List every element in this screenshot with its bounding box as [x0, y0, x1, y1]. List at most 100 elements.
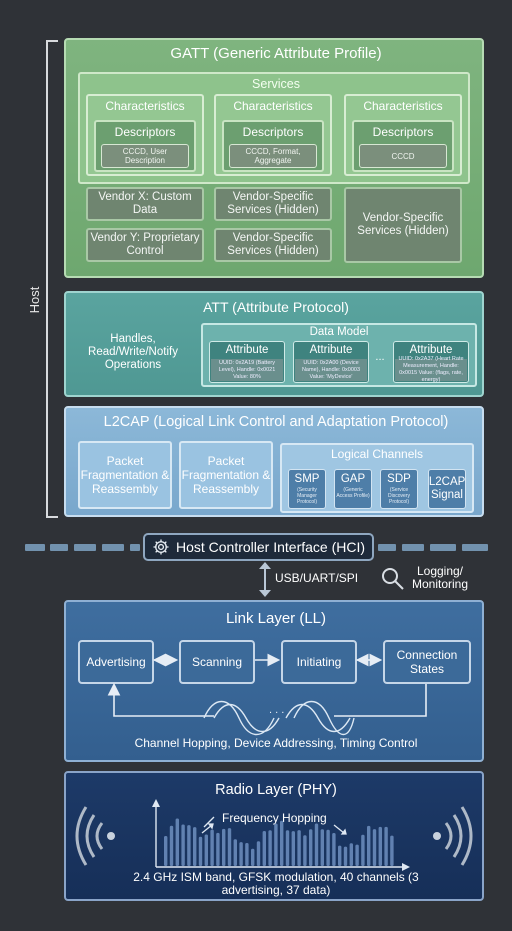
attribute-detail: UUID: 0x2A00 (Device Name), Handle: 0x00…	[295, 359, 367, 381]
channel-bar	[291, 831, 295, 866]
channel-bar	[274, 823, 278, 866]
characteristics-title: Characteristics	[233, 99, 313, 113]
hci-dash	[430, 544, 456, 551]
channel-bar	[222, 828, 226, 866]
channel-bar	[181, 824, 185, 866]
channel-bar	[390, 835, 394, 866]
att-title: ATT (Attribute Protocol)	[203, 299, 349, 315]
hci-dash	[74, 544, 96, 551]
channel-bar	[326, 829, 330, 866]
link-layer-title: Link Layer (LL)	[225, 610, 327, 627]
channel-bar	[355, 844, 359, 866]
data-model-box: Data Model Attribute UUID: 0x2A19 (Batte…	[201, 323, 477, 387]
descriptors-detail: CCCD, User Description	[101, 144, 189, 168]
channel-bar	[251, 848, 255, 866]
attribute-title: Attribute	[409, 344, 453, 356]
radio-caption: 2.4 GHz ISM band, GFSK modulation, 40 ch…	[133, 870, 419, 897]
characteristics-box: Characteristics Descriptors CCCD, User D…	[86, 94, 204, 176]
channel-bar	[378, 826, 382, 866]
att-operations: Handles, Read/Write/Notify Operations	[88, 333, 178, 371]
data-model-title: Data Model	[309, 326, 369, 338]
wave-icon	[203, 700, 355, 736]
channel-bar	[268, 830, 272, 866]
state-initiating: Initiating	[281, 640, 357, 684]
channel-bar	[285, 830, 290, 866]
channel-bar	[175, 818, 179, 866]
channel-bar	[349, 843, 353, 866]
hci-box: Host Controller Interface (HCI)	[143, 533, 374, 561]
descriptors-detail: CCCD	[359, 144, 447, 168]
channel-bar	[297, 830, 301, 866]
channel-bar	[303, 835, 307, 866]
channel-bar	[384, 826, 388, 866]
channel-bar	[309, 829, 313, 866]
attribute-box: Attribute UUID: 0x2A00 (Device Name), Ha…	[293, 341, 369, 383]
channel-bar	[239, 842, 243, 866]
attribute-detail: UUID: 0x2A37 (Heart Rate Measurement, Ha…	[395, 356, 467, 383]
characteristics-box: Characteristics Descriptors CCCD, Format…	[214, 94, 332, 176]
descriptors-title: Descriptors	[242, 125, 304, 139]
spectrum-graphic	[75, 799, 473, 871]
fragmentation-box: Packet Fragmentation & Reassembly	[78, 441, 172, 509]
state-connection: Connection States	[383, 640, 471, 684]
channel-bar	[343, 846, 348, 866]
wave-ellipsis-icon: . . .	[269, 704, 284, 716]
channel-detail: (Generic Access Profile)	[336, 487, 370, 499]
channel-bar	[233, 839, 237, 866]
l2cap-signal-channel: L2CAP Signal	[428, 469, 466, 509]
attribute-title: Attribute	[309, 344, 353, 356]
hci-arrow	[264, 563, 266, 595]
channel-bar	[314, 823, 319, 866]
hci-dash	[130, 544, 140, 551]
channel-bar	[210, 829, 214, 866]
channel-name: SMP	[294, 473, 320, 485]
wireless-right-icon	[444, 806, 473, 866]
hci-dash	[102, 544, 124, 551]
channel-bar	[372, 829, 377, 866]
characteristics-title: Characteristics	[363, 99, 443, 113]
channel-bar	[204, 834, 208, 866]
descriptors-box: Descriptors CCCD	[352, 120, 454, 172]
channel-bar	[280, 820, 284, 866]
link-layer-arrows: . . .	[107, 653, 427, 736]
arrow-up-icon	[259, 562, 271, 569]
gatt-title: GATT (Generic Attribute Profile)	[170, 45, 382, 62]
attribute-detail: UUID: 0x2A19 (Battery Level), Handle: 0x…	[211, 359, 283, 381]
radio-title: Radio Layer (PHY)	[215, 782, 337, 798]
channel-bar	[256, 841, 261, 866]
channel-bar	[361, 834, 365, 866]
radio-layer: Radio Layer (PHY) Frequency Hopping 2.4 …	[64, 771, 484, 901]
channel-bar	[216, 832, 220, 866]
hci-title: Host Controller Interface (HCI)	[175, 539, 366, 555]
characteristics-title: Characteristics	[105, 99, 185, 113]
link-layer-caption: Channel Hopping, Device Addressing, Timi…	[134, 736, 418, 750]
channel-bar	[262, 831, 266, 866]
l2cap-title: L2CAP (Logical Link Control and Adaptati…	[103, 414, 449, 430]
channel-bar	[227, 828, 232, 866]
host-bracket	[46, 40, 58, 518]
smp-channel: SMP (Security Manager Protocol)	[288, 469, 326, 509]
vendor-y-box: Vendor Y: Proprietary Control	[86, 228, 204, 262]
descriptors-title: Descriptors	[372, 125, 434, 139]
arrow-down-icon	[259, 590, 271, 597]
hci-dash	[462, 544, 488, 551]
sdp-channel: SDP (Service Discovery Protocol)	[380, 469, 418, 509]
descriptors-title: Descriptors	[114, 125, 176, 139]
attribute-title: Attribute	[225, 344, 269, 356]
characteristics-box: Characteristics Descriptors CCCD	[344, 94, 462, 176]
l2cap-layer: L2CAP (Logical Link Control and Adaptati…	[64, 406, 484, 517]
gear-icon	[152, 538, 170, 556]
services-title: Services	[252, 77, 300, 91]
hci-dash	[50, 544, 68, 551]
channel-bar	[164, 836, 168, 866]
channel-detail: (Service Discovery Protocol)	[388, 487, 410, 505]
gap-channel: GAP (Generic Access Profile)	[334, 469, 372, 509]
link-layer: Link Layer (LL) Advertising Scanning Ini…	[64, 600, 484, 762]
vendor-x-box: Vendor X: Custom Data	[86, 187, 204, 221]
attribute-box: Attribute UUID: 0x2A37 (Heart Rate Measu…	[393, 341, 469, 383]
transport-label: USB/UART/SPI	[275, 571, 359, 585]
hci-dash	[402, 544, 424, 551]
channel-bar	[320, 829, 324, 866]
channel-name: GAP	[340, 473, 366, 485]
state-scanning: Scanning	[179, 640, 255, 684]
